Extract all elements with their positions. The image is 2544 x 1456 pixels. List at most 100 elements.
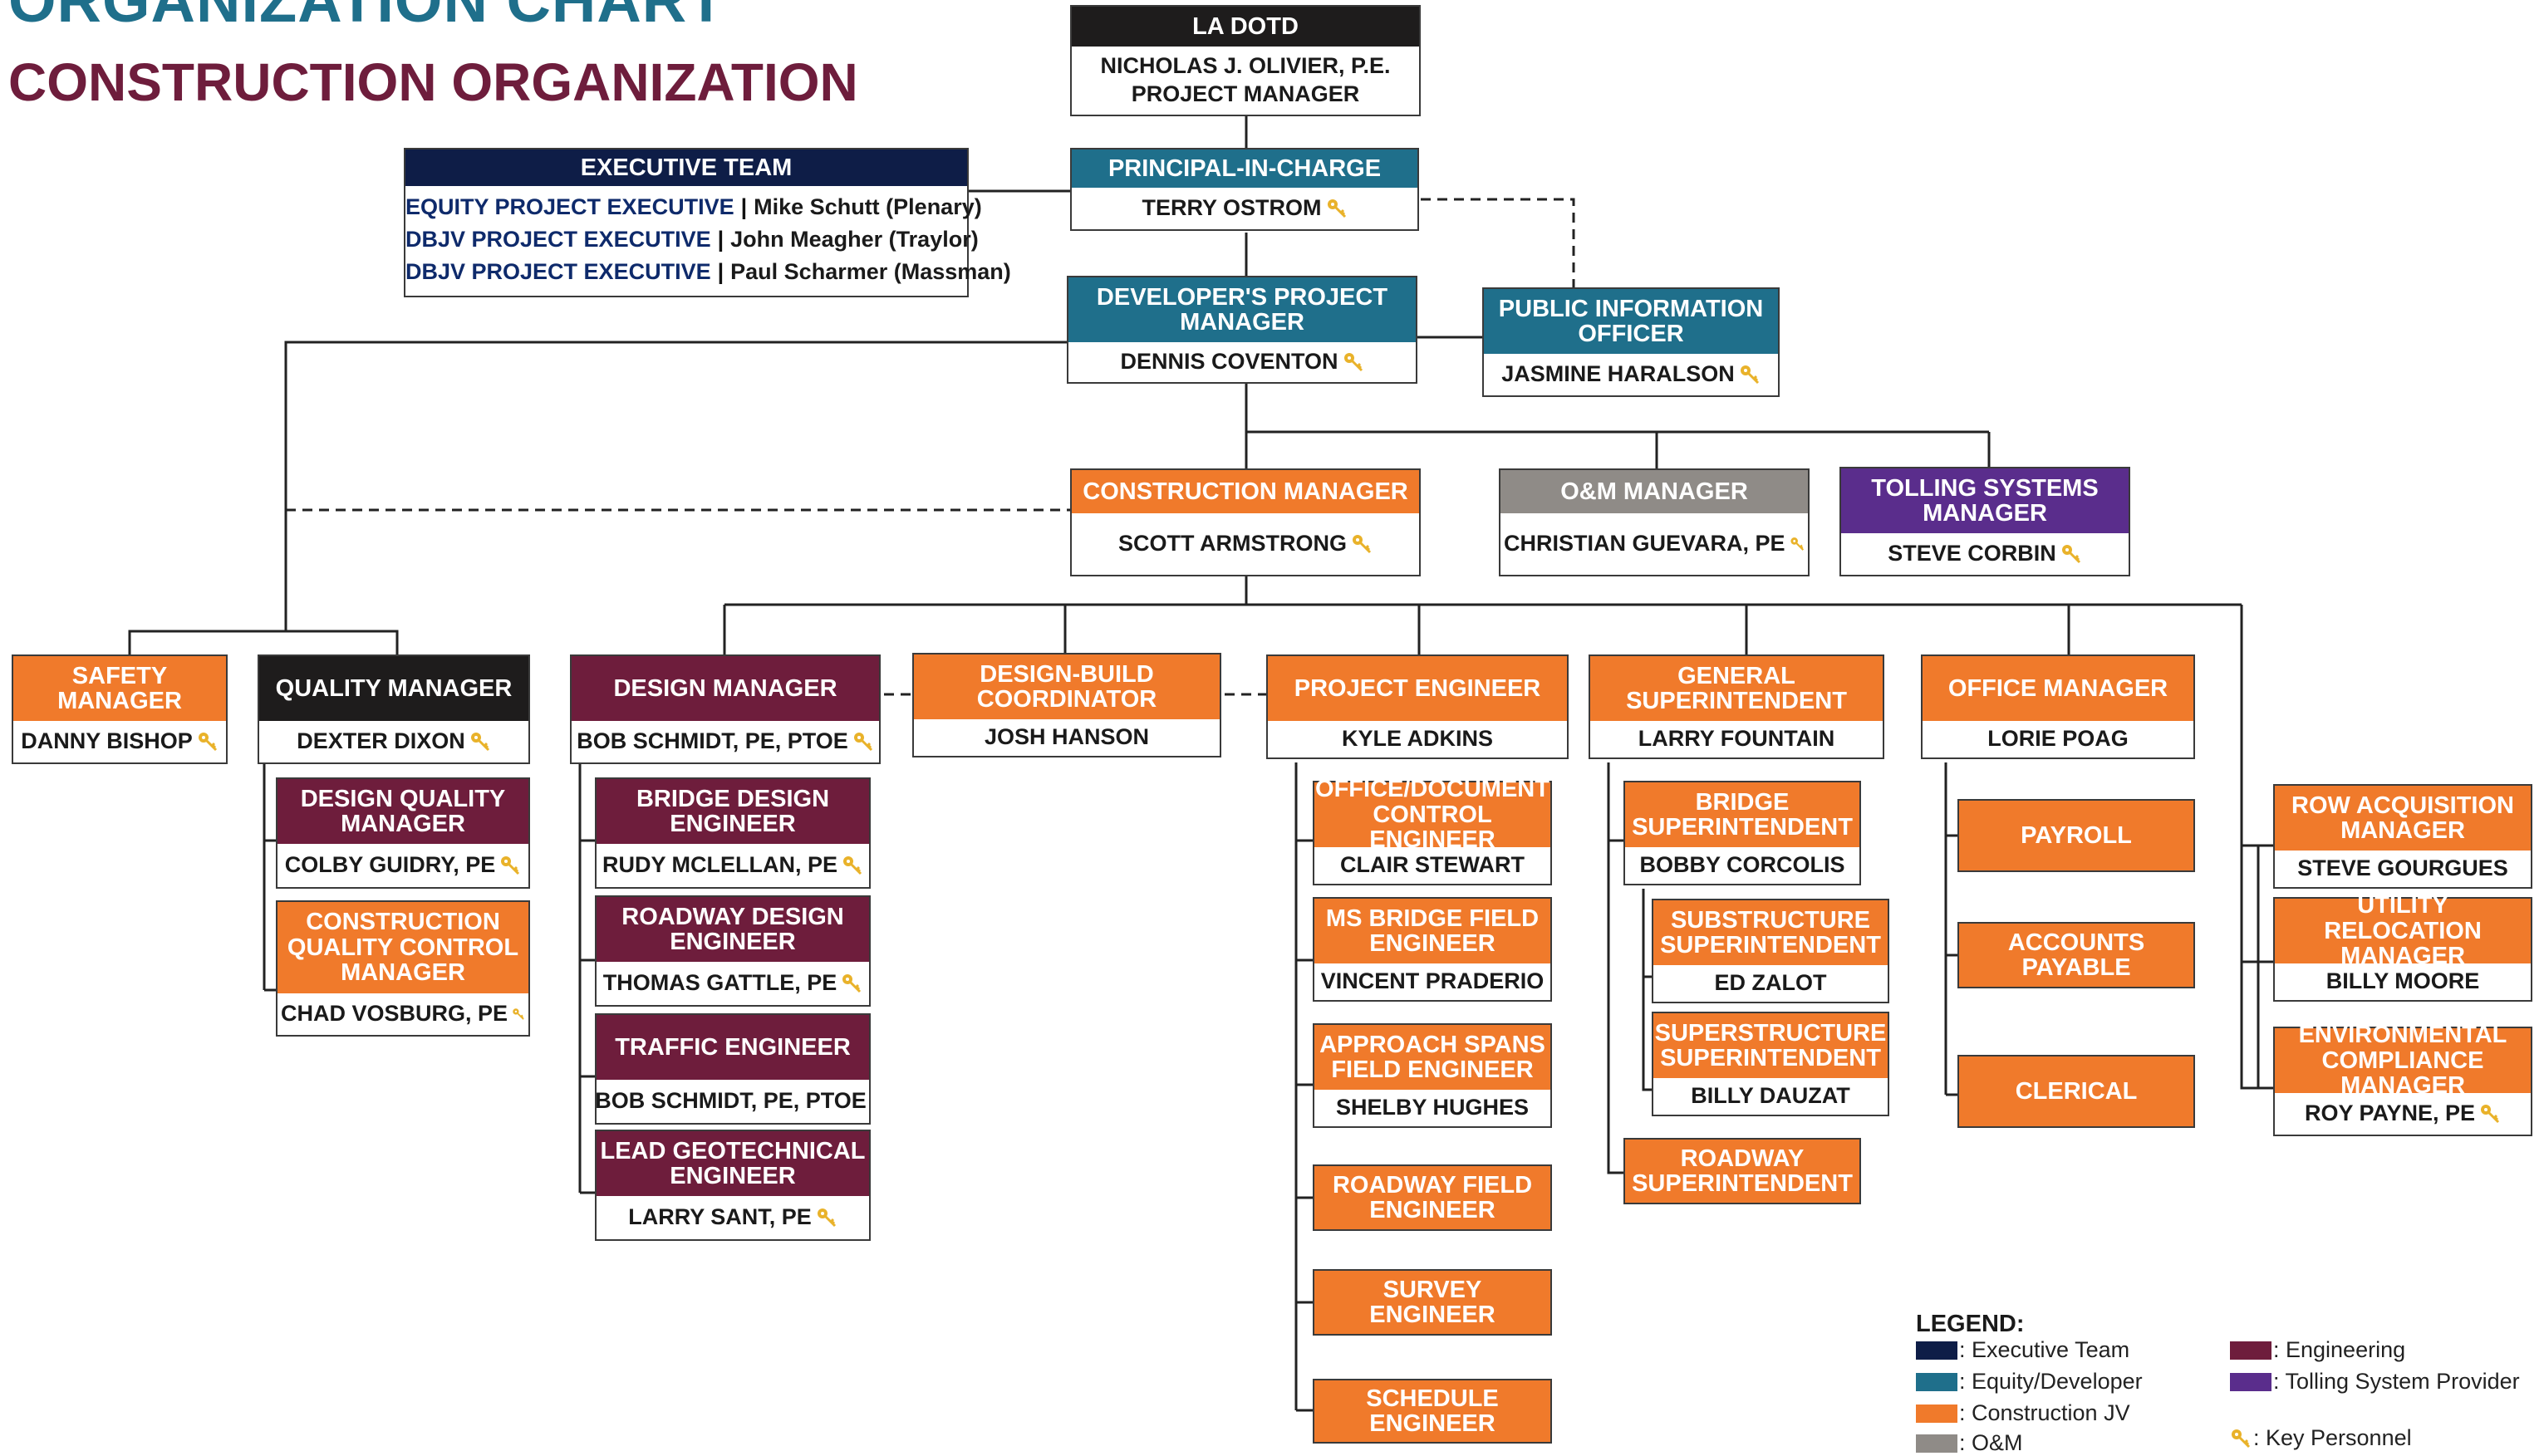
developer-project-manager-body: DENNIS COVENTON [1068, 342, 1416, 382]
key-icon [1740, 365, 1759, 385]
public-information-officer-header: PUBLIC INFORMATION OFFICER [1484, 289, 1778, 354]
principal-in-charge-header: PRINCIPAL-IN-CHARGE [1072, 150, 1417, 188]
construction-manager-header: CONSTRUCTION MANAGER [1072, 470, 1419, 513]
general-superintendent-body: LARRY FOUNTAIN [1590, 721, 1883, 757]
key-icon [842, 974, 862, 993]
roadway-field-engineer-box: ROADWAY FIELD ENGINEER [1313, 1164, 1552, 1231]
bridge-superintendent-header: BRIDGE SUPERINTENDENT [1625, 782, 1859, 847]
legend-label: : Key Personnel [2253, 1425, 2412, 1450]
person-name: STEVE GOURGUES [2297, 855, 2508, 881]
public-information-officer-body: JASMINE HARALSON [1484, 354, 1778, 395]
schedule-engineer-header: SCHEDULE ENGINEER [1314, 1380, 1550, 1442]
traffic-engineer-body: BOB SCHMIDT, PE, PTOE [595, 1080, 869, 1123]
person-name: DEXTER DIXON [297, 728, 465, 754]
accounts-payable-header: ACCOUNTS PAYABLE [1959, 924, 2193, 987]
person-name: SHELBY HUGHES [1335, 1095, 1530, 1120]
connector-line [2242, 844, 2275, 1088]
legend-swatch [1916, 1434, 1957, 1453]
legend-title: LEGEND: [1916, 1311, 2025, 1337]
chart-title: ORGANIZATION CHART [8, 0, 726, 35]
environmental-compliance-manager-body: ROY PAYNE, PE [2275, 1093, 2531, 1135]
om-manager-box: O&M MANAGER CHRISTIAN GUEVARA, PE [1499, 468, 1810, 576]
environmental-compliance-manager-header: ENVIRONMENTAL COMPLIANCE MANAGER [2275, 1022, 2531, 1098]
key-icon [513, 1008, 524, 1020]
construction-manager-body: SCOTT ARMSTRONG [1072, 513, 1419, 575]
person-name: LORIE POAG [1987, 726, 2129, 752]
legend-swatch [2230, 1372, 2271, 1391]
roadway-field-engineer-header: ROADWAY FIELD ENGINEER [1314, 1166, 1550, 1229]
la-dotd-body: NICHOLAS J. OLIVIER, P.E. PROJECT MANAGE… [1072, 47, 1419, 115]
om-manager-body: CHRISTIAN GUEVARA, PE [1500, 513, 1808, 575]
construction-quality-control-manager-header: CONSTRUCTION QUALITY CONTROL MANAGER [277, 902, 528, 993]
lead-geotechnical-engineer-body: LARRY SANT, PE [597, 1196, 869, 1239]
payroll-header: PAYROLL [1959, 801, 2193, 870]
person-name: CLAIR STEWART [1340, 852, 1525, 878]
la-dotd-title: PROJECT MANAGER [1131, 81, 1360, 106]
office-manager-header: OFFICE MANAGER [1923, 656, 2193, 721]
executive-name: John Meagher (Traylor) [730, 227, 979, 252]
person-name: CHAD VOSBURG, PE [281, 1001, 508, 1027]
executive-team-box: EXECUTIVE TEAM EQUITY PROJECT EXECUTIVE|… [404, 148, 1011, 297]
key-icon [1352, 535, 1372, 554]
office-document-control-engineer-body: CLAIR STEWART [1314, 847, 1550, 884]
lead-geotechnical-engineer-header: LEAD GEOTECHNICAL ENGINEER [597, 1131, 869, 1196]
key-icon [501, 856, 520, 875]
construction-quality-control-manager-body: CHAD VOSBURG, PE [277, 993, 528, 1035]
principal-in-charge-body: TERRY OSTROM [1072, 188, 1417, 229]
row-acquisition-manager-box: ROW ACQUISITION MANAGER STEVE GOURGUES [2273, 784, 2532, 889]
executive-row: DBJV PROJECT EXECUTIVE|John Meagher (Tra… [405, 223, 979, 256]
person-name: BOB SCHMIDT, PE, PTOE [577, 728, 848, 754]
lead-geotechnical-engineer-box: LEAD GEOTECHNICAL ENGINEER LARRY SANT, PE [595, 1130, 871, 1241]
legend-label: : Construction JV [1959, 1400, 2130, 1425]
dashed-connector [1421, 198, 1575, 287]
person-name: STEVE CORBIN [1888, 541, 2056, 566]
key-icon [198, 733, 217, 752]
developer-project-manager-header: DEVELOPER'S PROJECT MANAGER [1068, 277, 1416, 342]
legend-item-key-personnel: : Key Personnel [2230, 1425, 2412, 1451]
legend-label: : O&M [1959, 1430, 2023, 1455]
chart-subtitle: CONSTRUCTION ORGANIZATION [8, 52, 858, 112]
person-name: LARRY FOUNTAIN [1638, 726, 1835, 752]
executive-name: Paul Scharmer (Massman) [730, 259, 1011, 284]
person-name: COLBY GUIDRY, PE [284, 852, 496, 878]
connector-line [284, 341, 1068, 631]
person-name: ED ZALOT [1714, 970, 1827, 996]
person-name: DENNIS COVENTON [1120, 349, 1338, 375]
person-name: JASMINE HARALSON [1501, 361, 1735, 387]
person-name: BOBBY CORCOLIS [1639, 852, 1845, 878]
person-name: KYLE ADKINS [1341, 726, 1493, 752]
row-acquisition-manager-body: STEVE GOURGUES [2275, 851, 2531, 887]
legend-swatch [1916, 1372, 1957, 1391]
office-manager-box: OFFICE MANAGER LORIE POAG [1921, 654, 2195, 759]
person-name: CHRISTIAN GUEVARA, PE [1504, 531, 1785, 556]
key-icon [1327, 199, 1346, 218]
survey-engineer-header: SURVEY ENGINEER [1314, 1271, 1550, 1334]
office-manager-body: LORIE POAG [1923, 721, 2193, 757]
legend: LEGEND: : Executive Team : Equity/Develo… [1916, 1311, 2531, 1455]
row-acquisition-manager-header: ROW ACQUISITION MANAGER [2275, 786, 2531, 851]
clerical-header: CLERICAL [1959, 1056, 2193, 1126]
roadway-design-engineer-header: ROADWAY DESIGN ENGINEER [597, 897, 869, 962]
legend-label: : Executive Team [1959, 1337, 2130, 1362]
person-name: RUDY MCLELLAN, PE [602, 852, 837, 878]
design-manager-header: DESIGN MANAGER [572, 656, 879, 721]
connector-line [1607, 762, 1625, 1174]
bridge-superintendent-box: BRIDGE SUPERINTENDENT BOBBY CORCOLIS [1623, 781, 1861, 885]
survey-engineer-box: SURVEY ENGINEER [1313, 1269, 1552, 1336]
developer-project-manager-box: DEVELOPER'S PROJECT MANAGER DENNIS COVENT… [1067, 276, 1417, 384]
om-manager-header: O&M MANAGER [1500, 470, 1808, 513]
connector-line [723, 571, 2275, 1090]
safety-manager-body: DANNY BISHOP [13, 721, 226, 762]
la-dotd-box: LA DOTD NICHOLAS J. OLIVIER, P.E. PROJEC… [1070, 5, 1421, 116]
person-name: LARRY SANT, PE [628, 1204, 812, 1230]
